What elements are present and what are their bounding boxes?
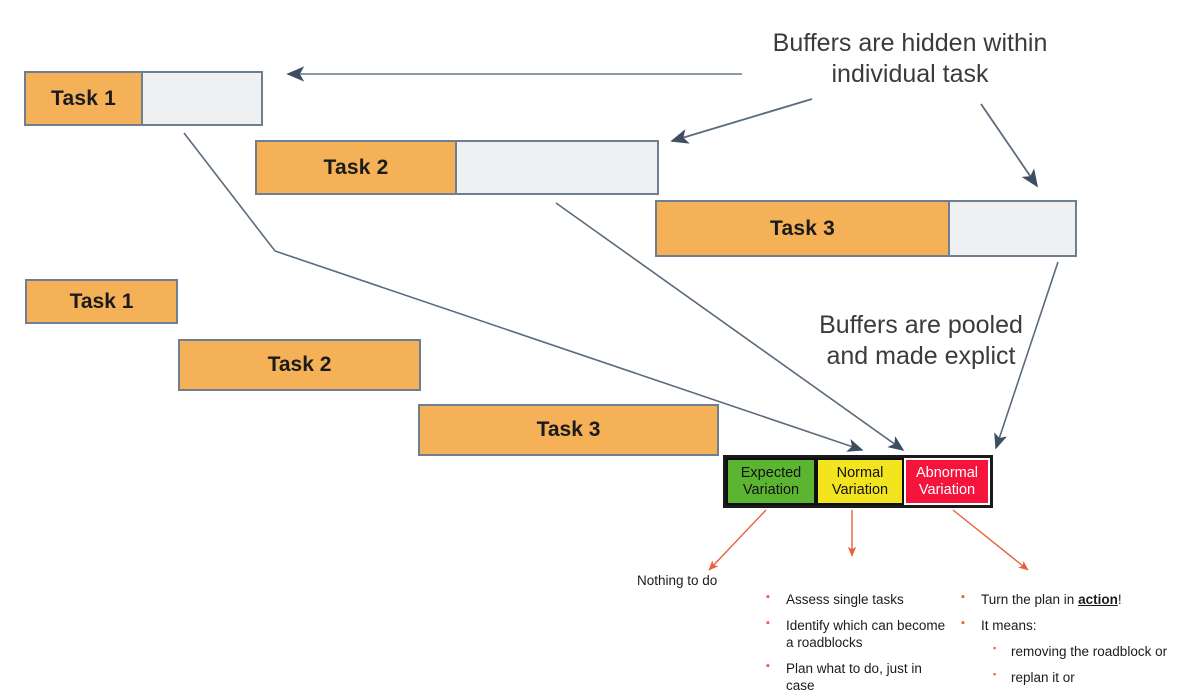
pooled-task-bar-2[interactable]: Task 2 (178, 339, 421, 391)
list-item: Identify which can become a roadblocks (760, 617, 950, 652)
task-label: Task 2 (323, 155, 389, 179)
task-label: Task 3 (536, 418, 601, 441)
task-label: Task 1 (69, 289, 134, 313)
task-buffer-segment (455, 142, 657, 193)
pool-cell-line1: Normal (836, 465, 884, 482)
task-label: Task 2 (267, 353, 332, 376)
pool-cell-line2: Variation (831, 481, 889, 498)
abnormal-item2-label: It means: (981, 617, 1037, 633)
buffer-pool-bar: Expected Variation Normal Variation Abno… (723, 455, 993, 508)
arrow-buffer-to-task2 (670, 98, 813, 144)
pool-cell-line1: Expected (740, 465, 802, 482)
task-buffer-segment (141, 73, 261, 124)
abnormal-item1-pre: Turn the plan in (981, 592, 1079, 607)
task-buffer-segment (948, 202, 1075, 255)
list-item: Plan what to do, just in case (760, 660, 950, 695)
buffered-task-bar-3[interactable]: Task 3 (655, 200, 1077, 257)
caption-buffers-pooled: Buffers are pooled and made explict (819, 311, 1023, 370)
task-work-segment: Task 2 (257, 142, 455, 193)
list-item: It means: removing the roadblock or repl… (955, 617, 1181, 695)
arrow-buffer-to-task3 (980, 103, 1039, 188)
note-expected: Nothing to do (637, 573, 718, 588)
pool-cell-abnormal[interactable]: Abnormal Variation (904, 458, 990, 505)
buffered-task-bar-2[interactable]: Task 2 (255, 140, 659, 195)
pool-cell-expected[interactable]: Expected Variation (726, 458, 816, 505)
task-work-segment: Task 3 (657, 202, 948, 255)
task-work-segment: Task 1 (26, 73, 141, 124)
note-abnormal-sublist: removing the roadblock or replan it or e… (981, 643, 1181, 695)
pooled-task-bar-3[interactable]: Task 3 (418, 404, 719, 456)
caption-buffers-hidden: Buffers are hidden within individual tas… (772, 29, 1048, 88)
pool-cell-normal[interactable]: Normal Variation (816, 458, 904, 505)
pointer-abnormal (952, 509, 1029, 571)
buffered-task-bar-1[interactable]: Task 1 (24, 71, 263, 126)
note-abnormal-list: Turn the plan in action! It means: remov… (955, 591, 1181, 695)
pool-cell-line2: Variation (742, 481, 800, 498)
pooled-task-bar-1[interactable]: Task 1 (25, 279, 178, 324)
task-label: Task 1 (50, 86, 117, 110)
abnormal-item1-bold: action (1078, 592, 1118, 607)
note-normal: Assess single tasks Identify which can b… (760, 591, 950, 695)
pool-cell-line2: Variation (918, 481, 976, 498)
pointer-expected (708, 509, 767, 571)
list-item: removing the roadblock or (981, 643, 1181, 661)
pool-cell-line1: Abnormal (915, 465, 979, 482)
abnormal-item1-post: ! (1117, 592, 1122, 607)
list-item: Turn the plan in action! (955, 591, 1181, 609)
list-item: Assess single tasks (760, 591, 950, 609)
task-label: Task 3 (769, 216, 836, 240)
list-item: replan it or (981, 669, 1181, 687)
note-abnormal: Turn the plan in action! It means: remov… (955, 591, 1181, 695)
note-normal-list: Assess single tasks Identify which can b… (760, 591, 950, 695)
